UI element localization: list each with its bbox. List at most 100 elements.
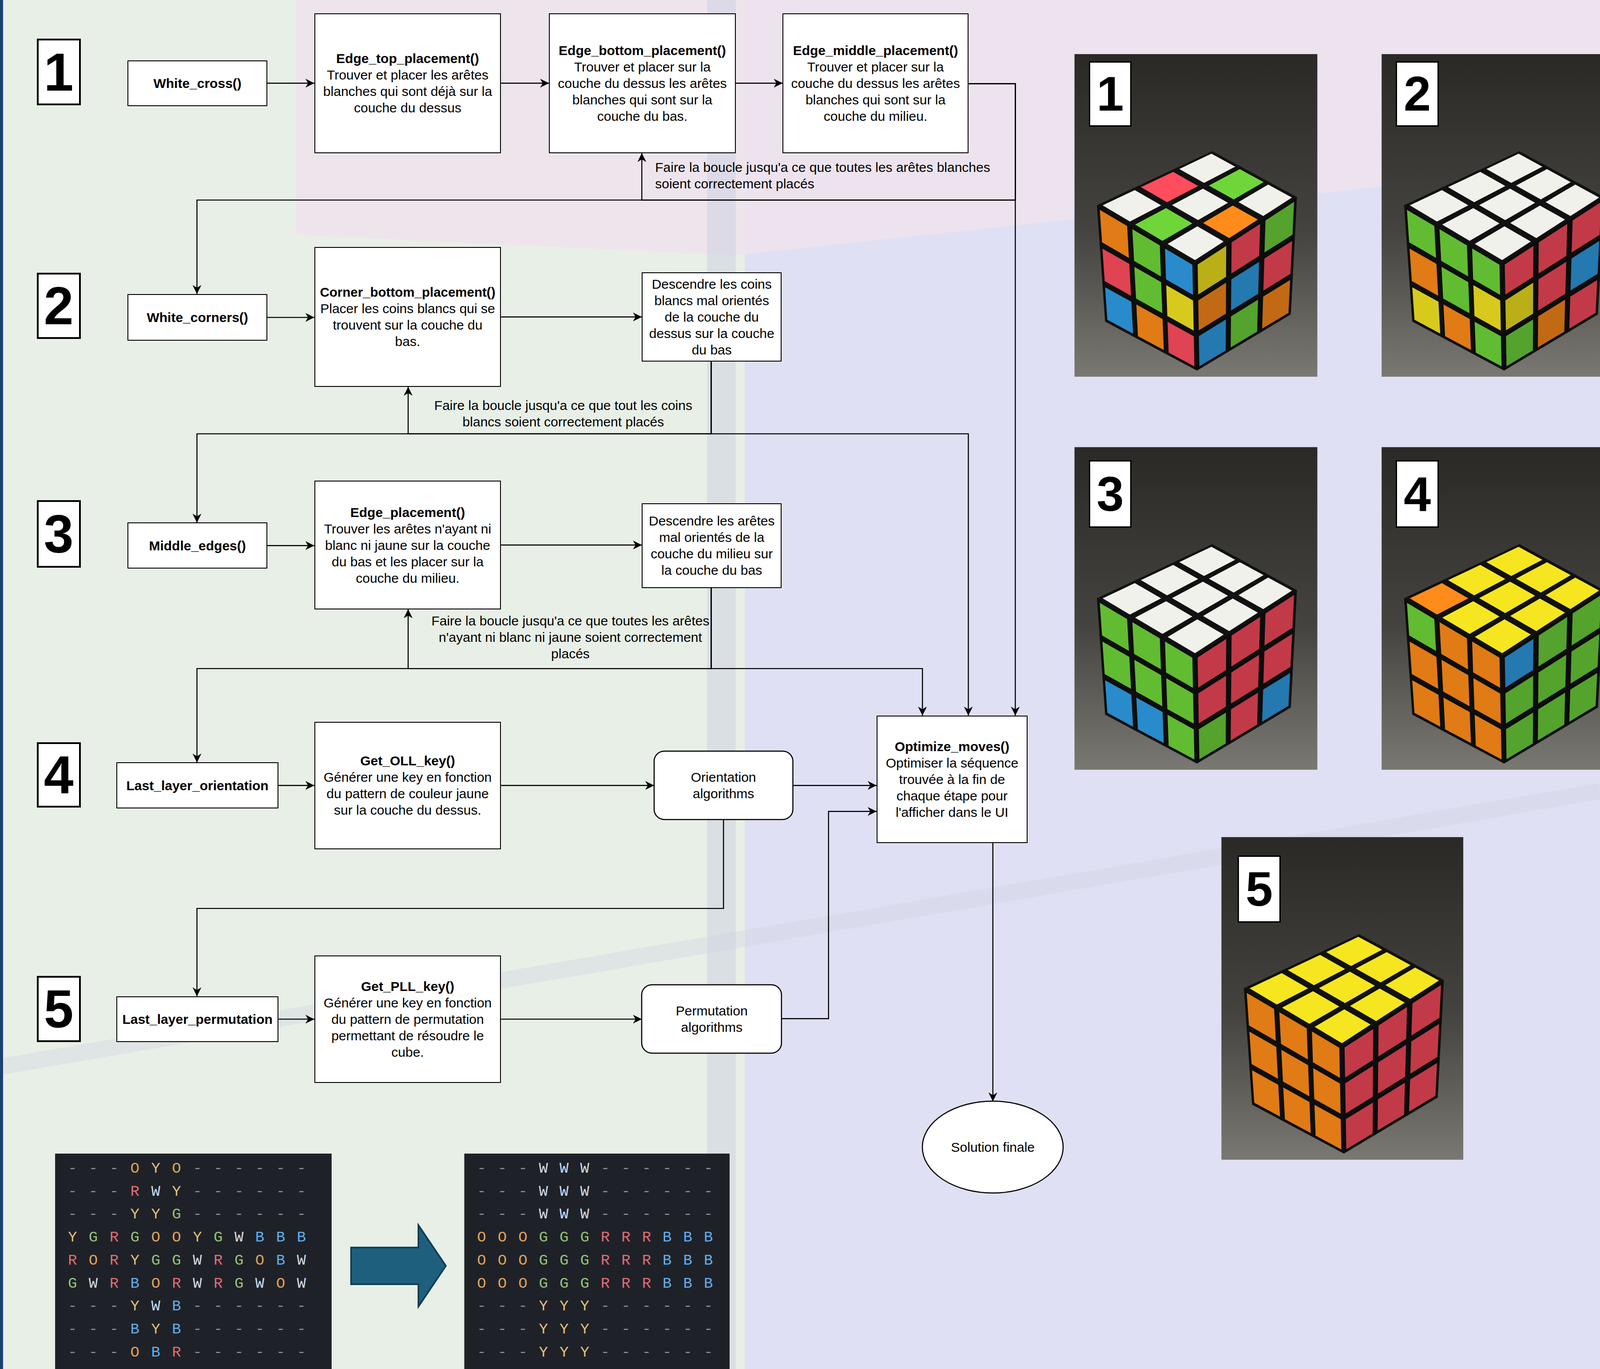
terminal-cell: G [574, 1273, 596, 1294]
connector [735, 82, 783, 84]
terminal-cell: Y [124, 1296, 146, 1316]
terminal-cell: - [698, 1204, 719, 1224]
connector [968, 83, 1016, 715]
terminal-cell: - [492, 1319, 513, 1339]
terminal-cell: - [207, 1204, 229, 1224]
terminal-cell: B [698, 1250, 719, 1271]
terminal-cell: - [228, 1342, 250, 1362]
terminal-cell: - [595, 1158, 616, 1179]
process-box: Optimize_moves()Optimiser la séquence tr… [876, 715, 1028, 843]
cube-photo [1381, 54, 1600, 377]
connector [278, 784, 314, 786]
loop-label: Faire la boucle jusqu'a ce que toutes le… [655, 158, 1011, 192]
node-text: Orientation algorithms [660, 768, 787, 802]
connector [267, 316, 315, 318]
terminal-cell: - [207, 1181, 229, 1202]
terminal-cell: - [615, 1158, 636, 1179]
terminal-cell: - [186, 1181, 208, 1202]
process-box: Middle_edges() [127, 522, 268, 568]
terminal-cell: - [656, 1319, 678, 1339]
terminal-cell: O [124, 1342, 146, 1362]
node-text: 2 [1397, 67, 1438, 121]
connector [781, 811, 877, 1019]
terminal-cell: - [677, 1319, 699, 1339]
process-box: Last_layer_orientation [116, 762, 279, 808]
terminal-cell: - [471, 1319, 493, 1339]
terminal-cell: Y [553, 1296, 575, 1316]
process-box: Edge_middle_placement()Trouver et placer… [782, 13, 969, 154]
photo-badge: 2 [1395, 61, 1439, 127]
cube-shade [1195, 589, 1298, 764]
terminal-cell: W [574, 1158, 596, 1179]
terminal-cell: - [62, 1181, 83, 1202]
terminal-cell: Y [62, 1227, 83, 1247]
terminal-ellipse: Solution finale [922, 1100, 1064, 1193]
terminal-cell: - [270, 1319, 291, 1339]
step-number: 4 [36, 742, 81, 808]
node-title: Edge_bottom_placement() [554, 42, 731, 59]
cube-photo [1221, 837, 1464, 1160]
terminal-cell: - [615, 1319, 636, 1339]
terminal-cell: - [471, 1181, 493, 1202]
photo-ground [1074, 447, 1318, 770]
terminal-cell: - [83, 1158, 104, 1179]
connector [267, 544, 315, 546]
terminal-cell: R [103, 1250, 125, 1271]
cube-shade [1195, 197, 1298, 371]
terminal-cell: O [512, 1273, 533, 1294]
node-text: Solution finale [935, 1138, 1050, 1156]
terminal-cell: - [291, 1342, 312, 1362]
terminal-cell: G [166, 1204, 187, 1224]
terminal-cell: O [471, 1250, 493, 1271]
terminal-cell: O [166, 1227, 187, 1247]
process-box: Edge_bottom_placement()Trouver et placer… [548, 13, 736, 154]
terminal-cell: - [471, 1158, 493, 1179]
process-box: Edge_top_placement()Trouver et placer le… [314, 13, 502, 154]
terminal-cell: B [291, 1227, 312, 1247]
terminal-cell: R [207, 1250, 229, 1271]
terminal-cell: - [492, 1181, 513, 1202]
terminal-cell: - [698, 1342, 719, 1362]
terminal-cell: - [512, 1342, 533, 1362]
node-outline [654, 750, 794, 820]
terminal-cell: - [656, 1181, 678, 1202]
terminal-cell: - [595, 1319, 616, 1339]
step-number: 2 [36, 272, 81, 339]
node-text: Trouver et placer sur la couche du dessu… [554, 58, 731, 125]
terminal-cell: O [124, 1158, 146, 1179]
rounded-outline [654, 750, 794, 820]
terminal-cell: - [249, 1158, 270, 1179]
cube-body [1243, 933, 1444, 1154]
process-box: Get_PLL_key()Générer une key en fonction… [314, 955, 502, 1083]
terminal-cell: O [512, 1227, 533, 1247]
terminal-cell: O [492, 1250, 513, 1271]
terminal-cell: - [677, 1181, 699, 1202]
terminal-cell: - [656, 1296, 678, 1316]
terminal-cell: B [145, 1342, 167, 1362]
terminal-cell: - [249, 1181, 270, 1202]
terminal-cell: - [615, 1296, 636, 1316]
terminal-cell: B [166, 1296, 187, 1316]
cube-photo [1074, 54, 1318, 377]
terminal-cell: Y [553, 1319, 575, 1339]
terminal-cell: W [291, 1250, 312, 1271]
process-box: Corner_bottom_placement()Placer les coin… [314, 246, 502, 387]
cube-photo [1381, 447, 1600, 770]
node-title: Last_layer_orientation [121, 777, 274, 794]
terminal-cell: Y [124, 1204, 146, 1224]
terminal-cell: O [471, 1273, 493, 1294]
terminal-cell: O [145, 1273, 167, 1294]
terminal-cell: G [124, 1227, 146, 1247]
terminal-cell: B [677, 1250, 699, 1271]
terminal-cell: - [636, 1296, 657, 1316]
terminal-cell: W [553, 1158, 575, 1179]
cube-shade [1243, 988, 1344, 1154]
terminal-cell: - [228, 1204, 250, 1224]
node-text: 1 [1090, 67, 1131, 121]
terminal-cell: W [574, 1204, 596, 1224]
photo-ground [1074, 54, 1318, 377]
terminal-cell: - [186, 1342, 208, 1362]
terminal-cell: - [291, 1204, 312, 1224]
terminal-cell: - [103, 1319, 125, 1339]
terminal-cell: R [595, 1273, 616, 1294]
